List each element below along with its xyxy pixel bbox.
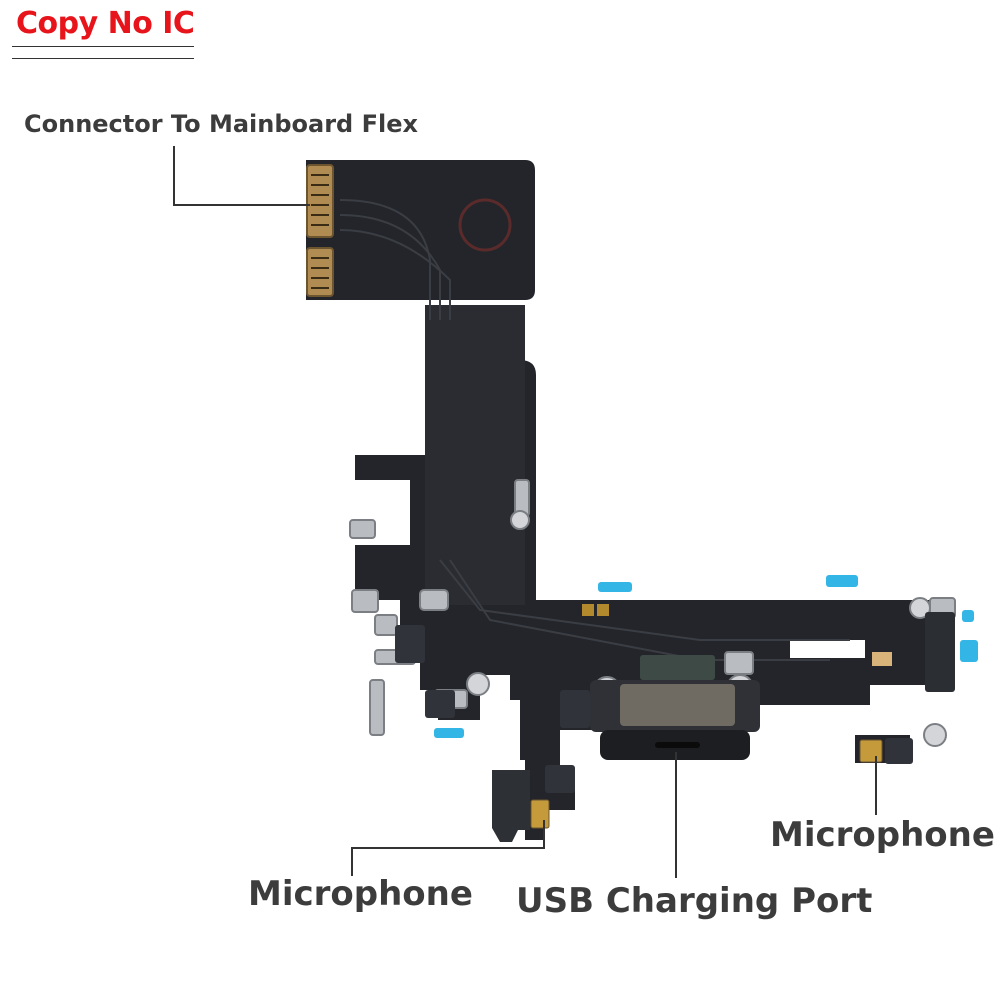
microphone-right-callout-label: Microphone xyxy=(770,815,995,855)
badge-underline-top xyxy=(12,46,194,47)
board-connectors xyxy=(306,164,512,297)
copy-no-ic-badge: Copy No IC xyxy=(16,6,195,41)
usb-port-callout-label: USB Charging Port xyxy=(516,881,873,921)
connector-leader-line xyxy=(173,146,310,206)
microphone-left-callout-label: Microphone xyxy=(248,874,473,914)
small-components xyxy=(395,604,955,829)
badge-underline-bottom xyxy=(12,58,194,59)
microphone-left-leader-line xyxy=(351,820,545,876)
blue-tabs xyxy=(434,575,978,738)
connector-callout-label: Connector To Mainboard Flex xyxy=(24,110,418,138)
usb-charging-port xyxy=(590,655,760,760)
